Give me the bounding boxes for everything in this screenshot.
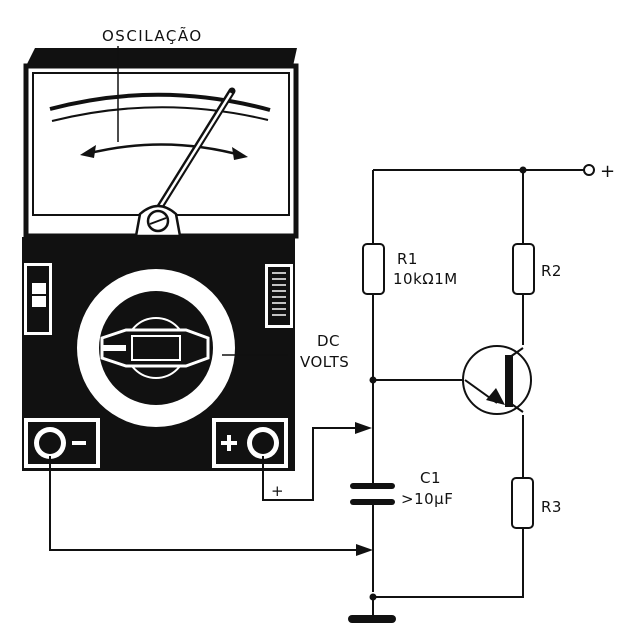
junction-base <box>369 376 377 384</box>
arrow-head-right <box>232 147 248 160</box>
oscillation-label: OSCILAÇÃO <box>102 26 203 45</box>
resistor-r1 <box>362 243 385 295</box>
r1-value-label: 10kΩ1M <box>393 270 458 288</box>
selector-dial[interactable] <box>77 269 235 427</box>
transistor-q1 <box>462 345 532 415</box>
right-side-switch <box>265 264 293 328</box>
ground-symbol <box>348 615 396 623</box>
meter-case-top <box>26 48 297 66</box>
resistor-r2 <box>512 243 535 295</box>
volts-label: VOLTS <box>300 353 349 371</box>
r1-name-label: R1 <box>397 250 418 268</box>
positive-terminal[interactable] <box>212 418 288 468</box>
supply-terminal[interactable] <box>583 164 595 176</box>
left-side-switch <box>24 263 52 335</box>
c1-value-label: >10μF <box>401 490 453 508</box>
scale-arc-outer <box>49 92 271 112</box>
positive-probe-arrow <box>355 422 372 434</box>
negative-probe-arrow <box>356 544 373 556</box>
resistor-r3 <box>511 477 534 529</box>
c1-name-label: C1 <box>420 469 441 487</box>
supply-plus-label: + <box>600 161 616 182</box>
multimeter <box>22 46 299 471</box>
dc-label: DC <box>317 332 340 350</box>
probe-wires <box>49 427 360 551</box>
capacitor-c1 <box>350 483 395 505</box>
r3-name-label: R3 <box>541 498 562 516</box>
transistor-base-bar <box>505 355 513 407</box>
scale-arc-inner <box>51 106 269 122</box>
transistor-emitter-arrow <box>486 388 505 405</box>
junction-top-right <box>519 166 527 174</box>
negative-probe-wire <box>49 456 360 551</box>
negative-terminal[interactable] <box>24 418 100 468</box>
probe-plus-label: + <box>271 482 284 500</box>
positive-probe-wire <box>262 427 358 501</box>
circuit <box>362 169 584 598</box>
meter-needle-core <box>158 92 233 208</box>
arrow-head-left <box>80 145 96 158</box>
r2-name-label: R2 <box>541 262 562 280</box>
pivot-screw-slot <box>149 217 167 225</box>
oscillation-arrow <box>85 143 245 158</box>
